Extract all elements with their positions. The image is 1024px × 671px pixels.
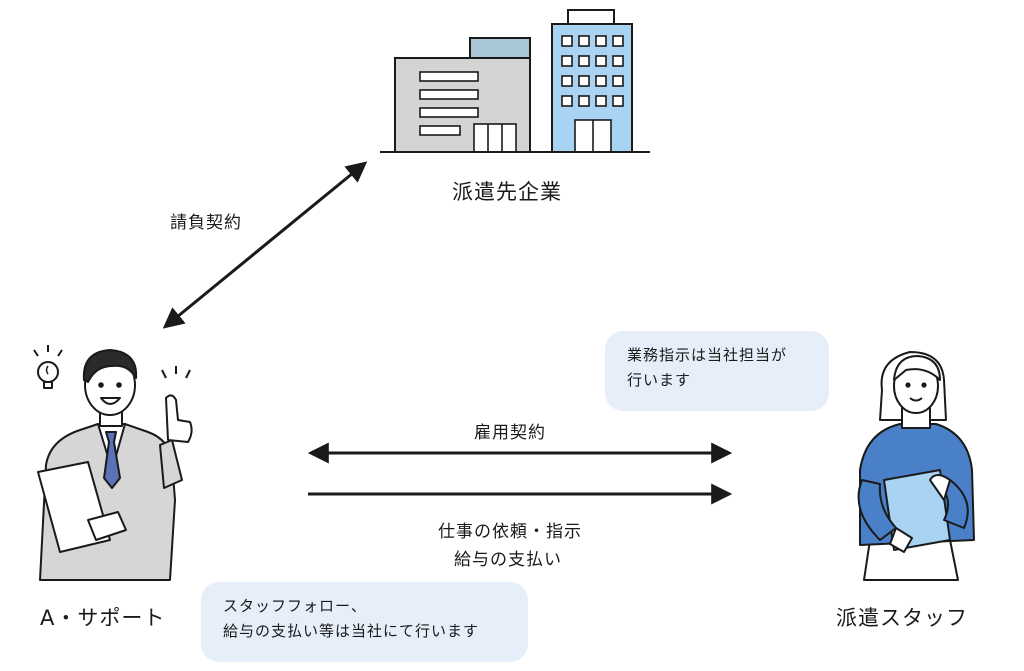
businessman-illustration [33, 345, 193, 581]
edge-employment-label: 雇用契約 [474, 423, 546, 443]
lightbulb-icon [33, 345, 63, 389]
agency-note-line-1: スタッフフォロー、 [223, 597, 367, 615]
edge-instructions-label-2: 給与の支払い [454, 550, 562, 570]
node-staff-label: 派遣スタッフ [836, 606, 968, 630]
buildings-illustration [380, 9, 650, 153]
edge-contract-client-label: 請負契約 [170, 213, 242, 233]
node-client-label: 派遣先企業 [452, 180, 562, 204]
agency-note-bubble: スタッフフォロー、 給与の支払い等は当社にて行います [201, 582, 528, 662]
staff-illustration [857, 351, 975, 581]
edge-instructions-label-1: 仕事の依頼・指示 [438, 522, 582, 542]
staff-note-line-2: 行います [627, 371, 692, 389]
agency-note-line-2: 給与の支払い等は当社にて行います [223, 622, 480, 640]
node-agency-label: A・サポート [40, 606, 166, 630]
arrow-contract-client [162, 161, 368, 329]
staff-note-line-1: 業務指示は当社担当が [627, 346, 788, 364]
staff-note-bubble: 業務指示は当社担当が 行います [605, 331, 829, 411]
